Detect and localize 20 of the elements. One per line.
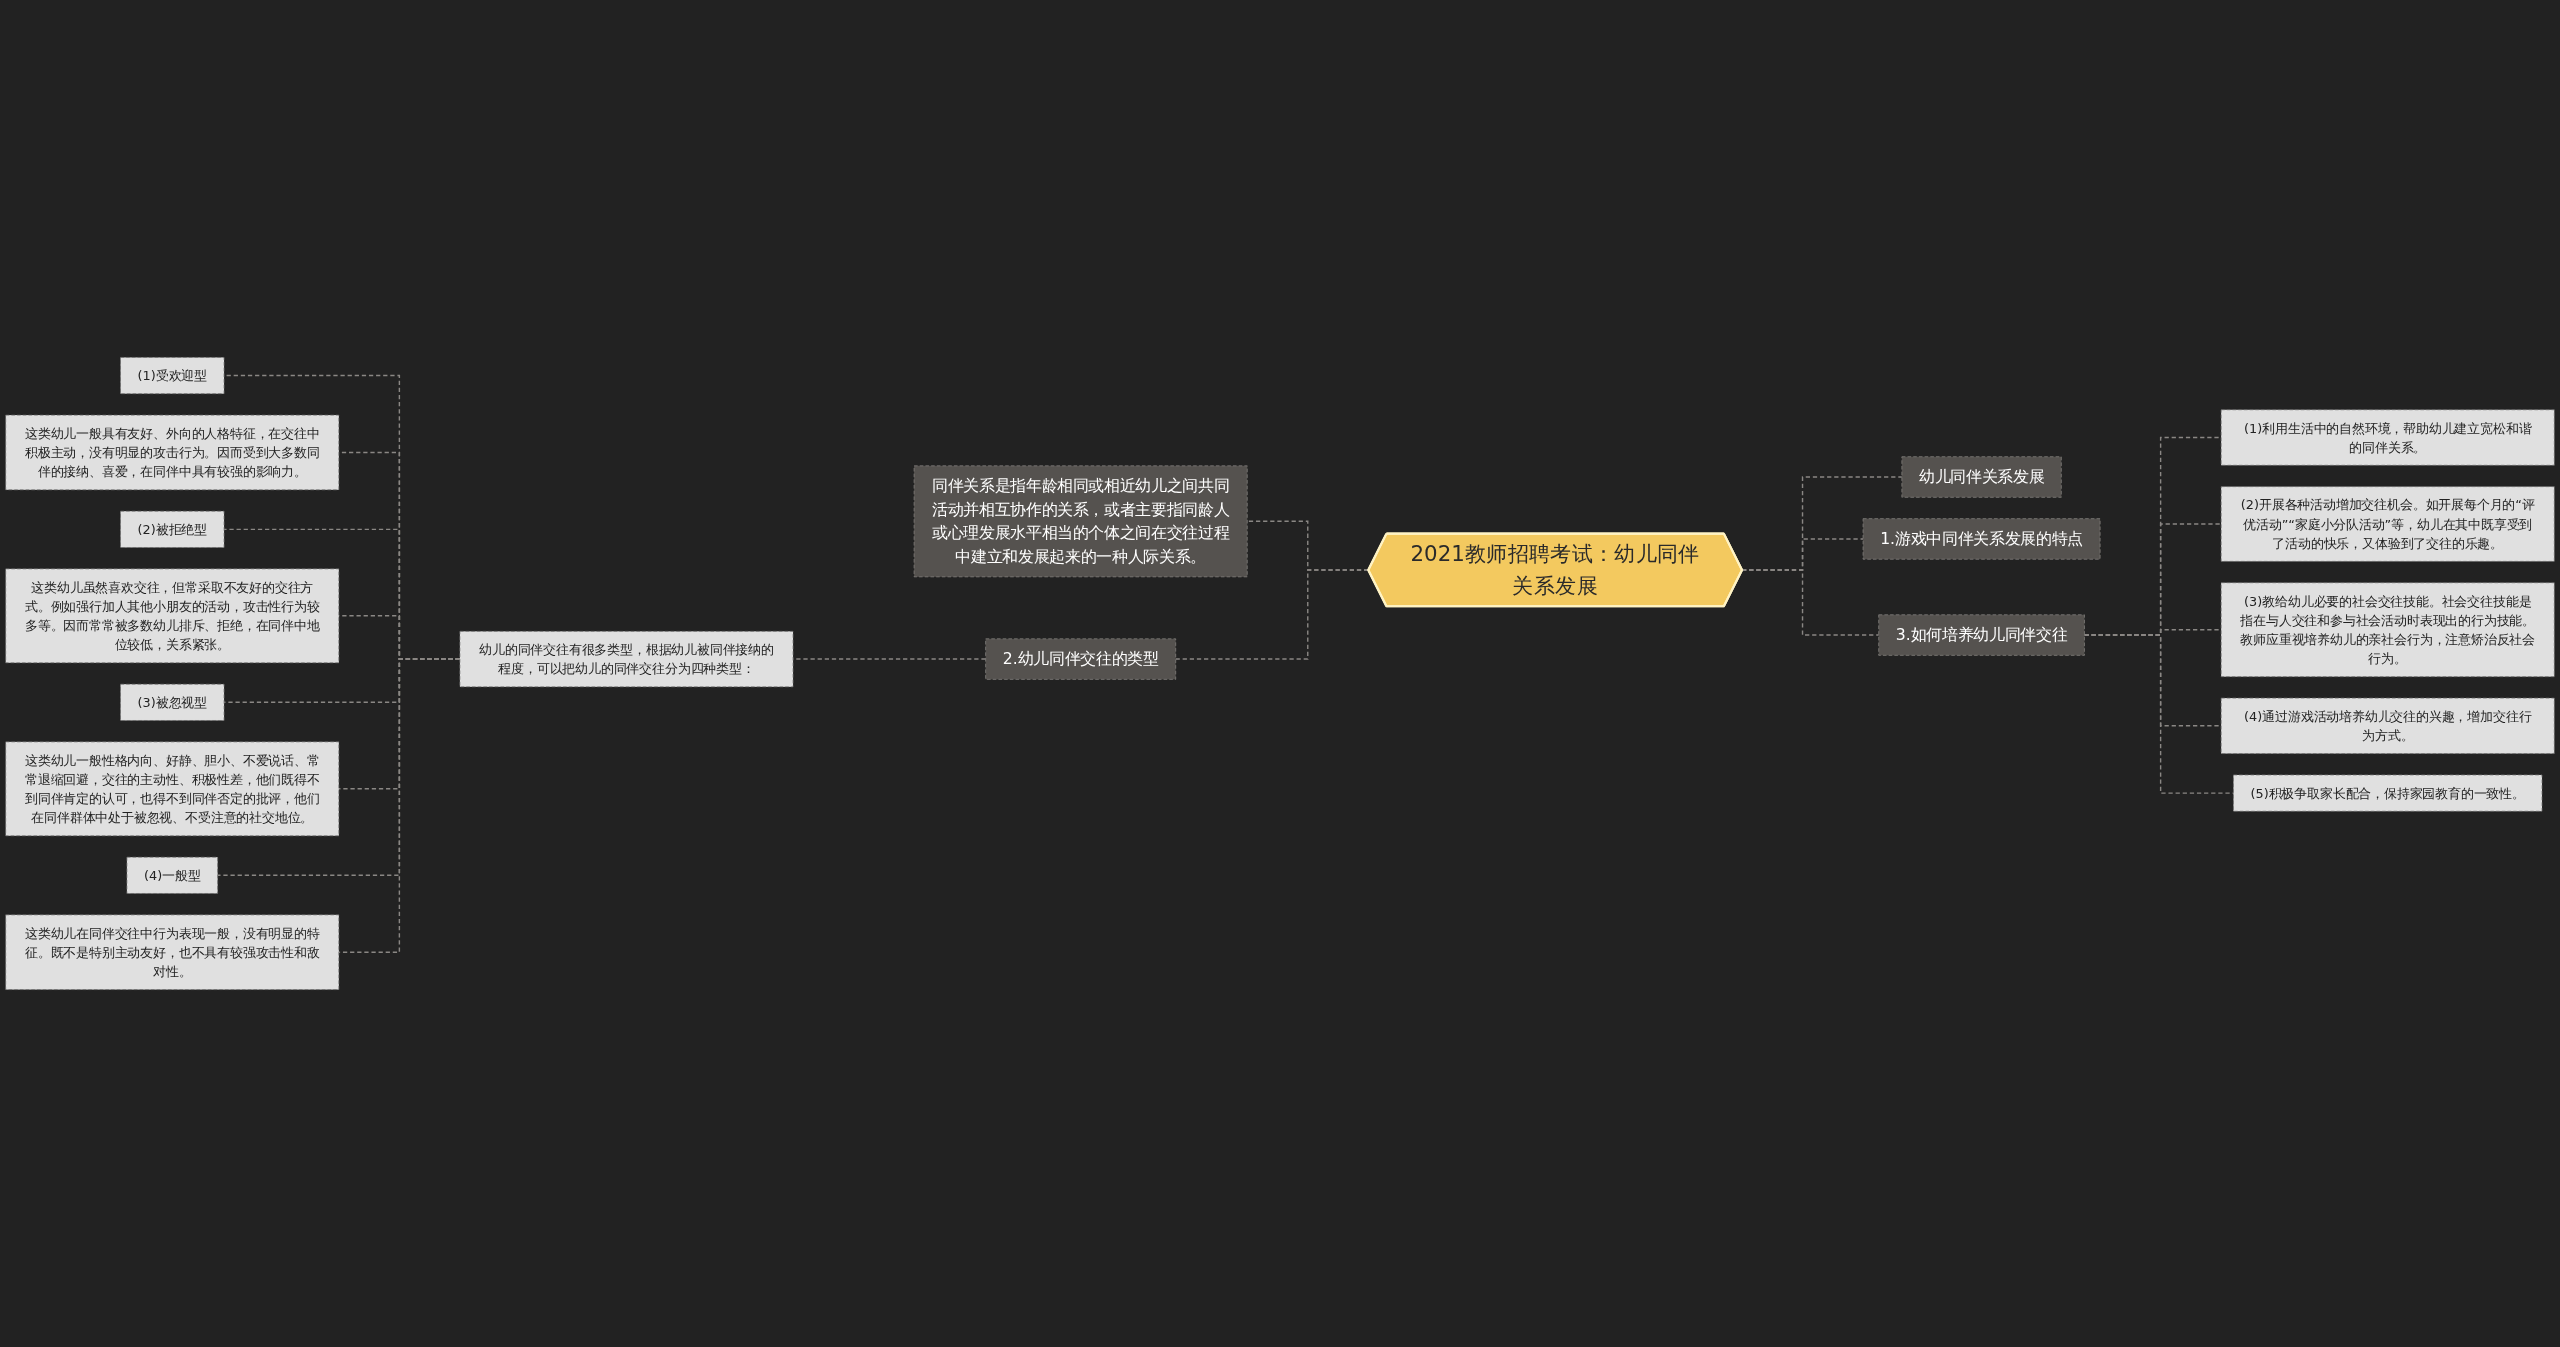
node-box: 这类幼儿虽然喜欢交往，但常采取不友好的交往方式。例如强行加人其他小朋友的活动，攻击性行为较多等。因而常常被多数幼儿排斥、拒绝，在同伴中地位较低，关系紧张。 [5,568,340,664]
node-box: (4)通过游戏活动培养幼儿交往的兴趣，增加交往行为方式。 [2220,697,2555,754]
node-box: (1)受欢迎型 [120,357,225,395]
node-box: 这类幼儿在同伴交往中行为表现一般，没有明显的特征。既不是特别主动友好，也不具有较强攻击性和敌对性。 [5,914,340,990]
node-box: (2)开展各种活动增加交往机会。如开展每个月的“评优活动”“家庭小分队活动”等，幼儿在其中既享受到了活动的快乐，又体验到了交往的乐趣。 [2220,486,2555,562]
node-box: (1)利用生活中的自然环境，帮助幼儿建立宽松和谐的同伴关系。 [2220,409,2555,466]
node-box: 3.如何培养幼儿同伴交往 [1878,614,2085,656]
node-box: 2.幼儿同伴交往的类型 [985,638,1177,680]
node-box: 这类幼儿一般具有友好、外向的人格特征，在交往中积极主动，没有明显的攻击行为。因而受到大多数同伴的接纳、喜爱，在同伴中具有较强的影响力。 [5,414,340,491]
node-box: (3)被忽视型 [120,683,225,721]
node-box: (3)教给幼儿必要的社会交往技能。社会交往技能是指在与人交往和参与社会活动时表现出的行为技能。教师应重视培养幼儿的亲社会行为，注意矫治反社会行为。 [2220,582,2555,678]
node-box: (4)一般型 [126,856,218,894]
connector [1175,569,1369,660]
node-box: 1.游戏中同伴关系发展的特点 [1862,518,2101,560]
node-box: (2)被拒绝型 [120,510,225,548]
node-box: (5)积极争取家长配合，保持家园教育的一致性。 [2233,774,2543,812]
node-box: 幼儿的同伴交往有很多类型，根据幼儿被同伴接纳的程度，可以把幼儿的同伴交往分为四种类型： [459,630,794,688]
node-box: 同伴关系是指年龄相同或相近幼儿之间共同活动并相互协作的关系，或者主要指同龄人或心理发展水平相当的个体之间在交往过程中建立和发展起来的一种人际关系。 [913,465,1248,578]
node-box: 幼儿同伴关系发展 [1901,456,2062,498]
node-box: 这类幼儿一般性格内向、好静、胆小、不爱说话、常常退缩回避，交往的主动性、积极性差，他们既得不到同伴肯定的认可，也得不到同伴否定的批评，他们在同伴群体中处于被忽视、不受注意的社交地位。 [5,741,340,837]
